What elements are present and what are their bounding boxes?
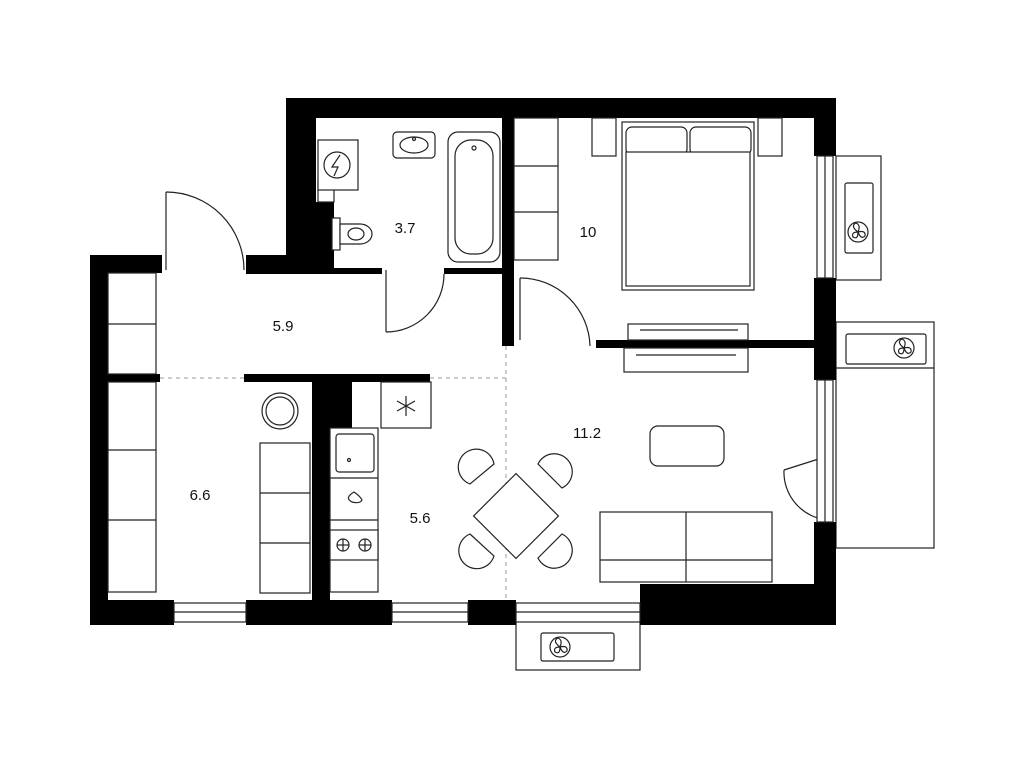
bedroom-area: 10 (580, 224, 597, 241)
living-room-area: 11.2 (573, 425, 601, 442)
bathtub (447, 131, 501, 263)
flame-icon (347, 491, 363, 504)
washing-machine (317, 139, 359, 191)
kitchen: 5.6 (329, 381, 432, 593)
round-table (261, 392, 299, 430)
hallway: 5.9 (107, 272, 294, 375)
fan-icon (549, 636, 571, 658)
coffee-table (649, 425, 725, 467)
lightning-icon (330, 154, 341, 177)
balcony (835, 321, 935, 549)
chair (457, 448, 495, 485)
small-room: 6.6 (107, 381, 311, 594)
dining-set (457, 448, 573, 570)
snowflake-icon (396, 396, 416, 416)
hallway-area: 5.9 (273, 318, 294, 335)
double-bed (591, 117, 783, 291)
tv-stand (623, 323, 749, 373)
ac-platform-top-right (835, 155, 882, 281)
wardrobe (513, 117, 559, 261)
chair (537, 533, 573, 569)
walls (90, 98, 836, 625)
small-room-wardrobe (107, 381, 157, 593)
stove (329, 529, 379, 561)
dining-table (472, 472, 560, 560)
zone-lines (160, 346, 507, 600)
sofa (599, 511, 773, 583)
toilet (331, 217, 373, 251)
sofa-bed (259, 442, 311, 594)
fan-icon (893, 337, 915, 359)
chair (458, 533, 495, 570)
kitchen-sink (335, 433, 375, 473)
ac-platform-bottom (515, 619, 641, 671)
bedroom: 10 (513, 117, 783, 373)
bathroom-area: 3.7 (395, 220, 416, 237)
entrance-door[interactable] (165, 191, 245, 271)
bathroom: 3.7 (317, 131, 501, 263)
sink (392, 131, 436, 159)
windows (173, 155, 834, 623)
small-room-area: 6.6 (190, 487, 211, 504)
bathroom-door[interactable] (385, 270, 445, 333)
chair (537, 453, 573, 489)
living-room: 11.2 (573, 425, 773, 583)
fan-icon (847, 221, 869, 243)
kitchen-area: 5.6 (410, 510, 431, 527)
hallway-wardrobe (107, 272, 157, 375)
fridge (380, 381, 432, 429)
bedroom-door[interactable] (519, 277, 591, 347)
